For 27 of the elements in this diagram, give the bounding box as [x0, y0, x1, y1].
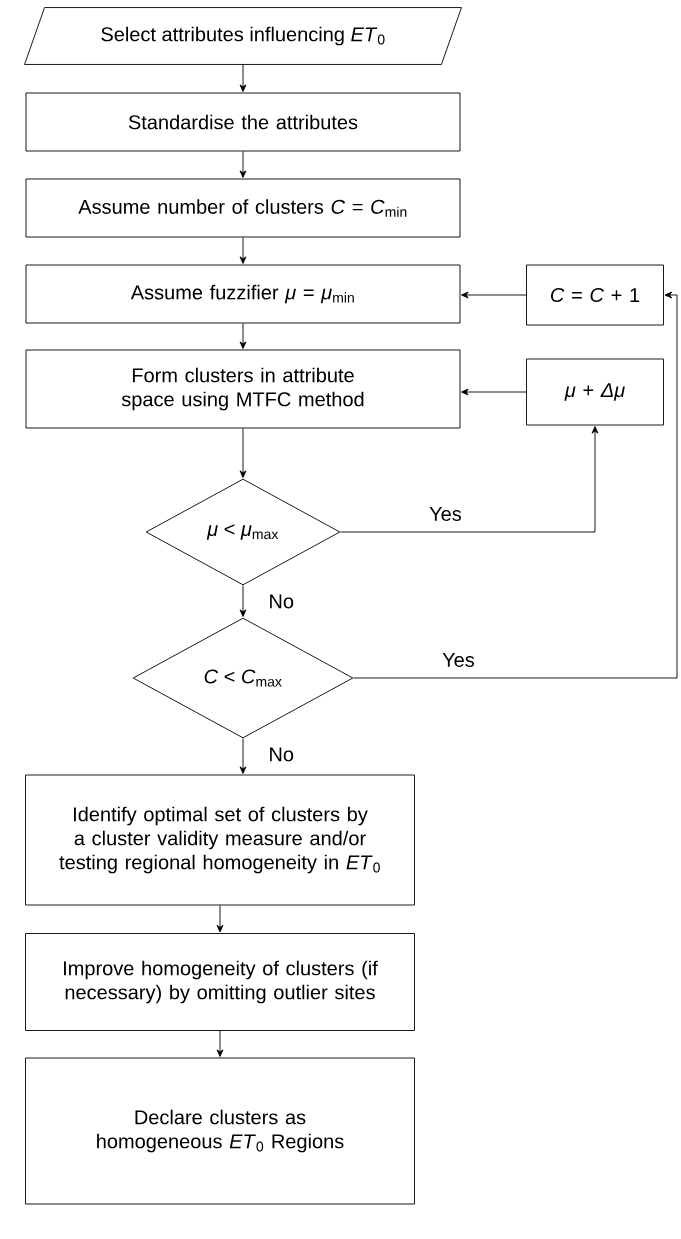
- process-box: C = C + 1: [526, 264, 664, 326]
- edge-label: No: [267, 593, 295, 610]
- process-box: Assume fuzzifier μ = μ$_{min}$: [25, 264, 461, 324]
- process-box: Assume number of clusters C = C$_{min}$: [25, 178, 461, 238]
- arrow: [353, 291, 678, 679]
- edge-label: Yes: [441, 652, 476, 668]
- arrow: [340, 426, 599, 533]
- arrow: [461, 291, 527, 299]
- edge-label: Yes: [428, 506, 463, 522]
- edge-label: No: [267, 746, 295, 763]
- arrow: [239, 738, 247, 774]
- input-parallelogram: Select attributes influencing ET$_{0}$: [24, 7, 462, 65]
- arrow: [239, 64, 247, 92]
- process-box: Form clusters in attribute space using MTFC method: [25, 349, 461, 429]
- arrow: [461, 388, 527, 396]
- arrow: [216, 1030, 224, 1057]
- process-box: Identify optimal set of clusters by a cluster validity measure and/or testing regional homogeneity in ET$_{0}$: [25, 774, 415, 906]
- arrow: [239, 151, 247, 178]
- process-box: Improve homogeneity of clusters (if necessary) by omitting outlier sites: [25, 933, 415, 1031]
- arrow: [239, 585, 247, 617]
- arrow: [239, 237, 247, 264]
- process-box: Standardise the attributes: [25, 92, 461, 152]
- arrow: [239, 323, 247, 349]
- arrow: [216, 905, 224, 933]
- process-box: μ + Δμ: [526, 358, 664, 426]
- process-box: Declare clusters as homogeneous ET$_{0}$ Regions: [25, 1057, 415, 1205]
- arrow: [239, 428, 247, 478]
